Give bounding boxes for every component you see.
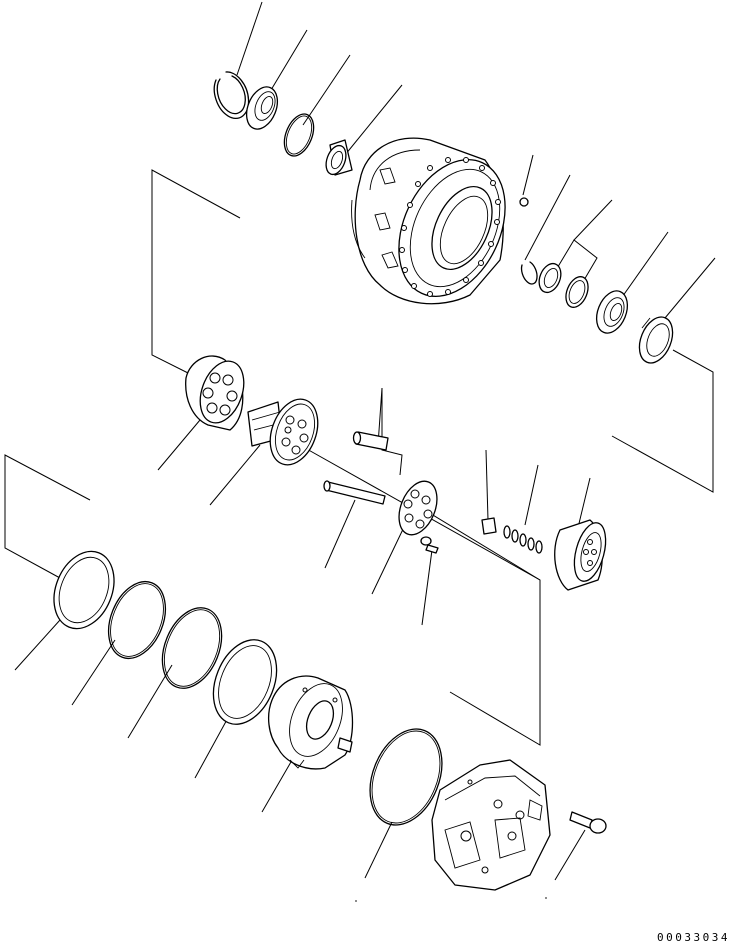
- shoe: [481, 517, 497, 535]
- motor-housing-cover: [267, 675, 354, 770]
- spring-set: [503, 525, 543, 554]
- hub-bolt-holes: [399, 157, 501, 297]
- seal-top: [245, 86, 279, 130]
- snap-ring-right: [520, 261, 538, 285]
- pin: [352, 431, 389, 451]
- piston-cylinder: [554, 519, 607, 591]
- thrust-plate: [53, 550, 115, 630]
- o-ring-top: [283, 113, 315, 157]
- shim: [565, 276, 589, 308]
- carrier-bearing: [185, 355, 245, 431]
- bearing-top: [325, 139, 353, 176]
- leader-lines: [14, 1, 716, 881]
- bearing-right: [595, 290, 629, 334]
- spacer: [538, 262, 562, 294]
- o-ring-lower-2: [161, 607, 223, 689]
- motor-case: [431, 759, 551, 891]
- plate-lower: [212, 639, 278, 725]
- bolt-case: [569, 811, 607, 834]
- snap-ring-top: [213, 71, 250, 119]
- hub: [351, 137, 506, 305]
- floating-seal: [638, 316, 674, 364]
- o-ring-housing: [369, 728, 443, 826]
- frame-lines: [4, 169, 714, 746]
- swash-plate: [398, 480, 438, 536]
- shaft-pin: [323, 480, 386, 505]
- drawing-number: 00033034: [657, 931, 730, 944]
- plug: [519, 197, 529, 207]
- bolt-small: [420, 536, 439, 554]
- o-ring-lower-1: [107, 581, 167, 659]
- shaft-gear: [247, 398, 319, 466]
